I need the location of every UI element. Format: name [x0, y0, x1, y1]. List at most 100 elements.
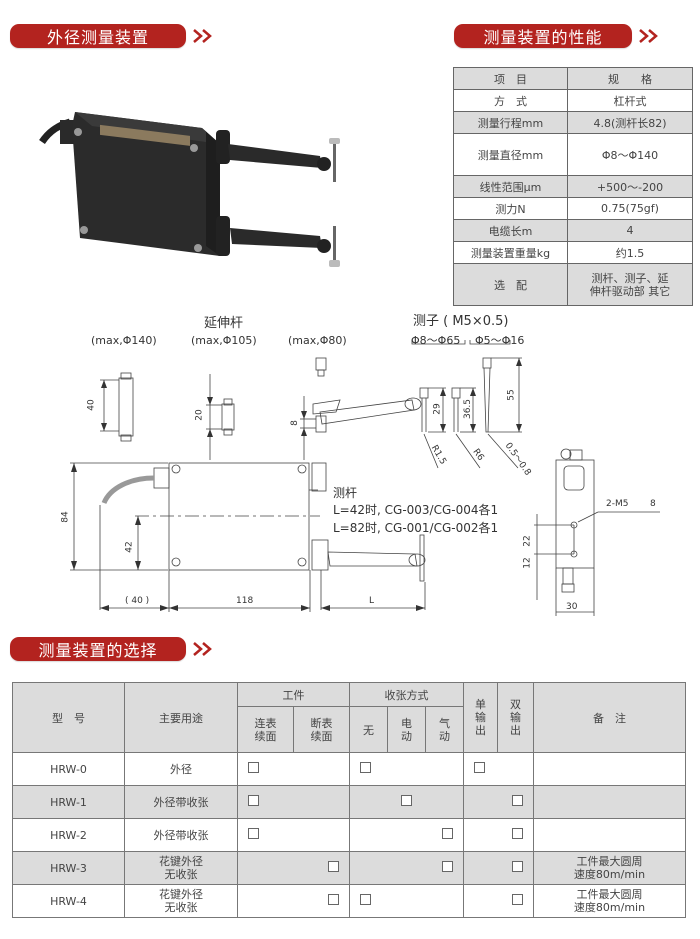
usage-line: 花键外径 — [159, 855, 203, 868]
probe-title: 测子 ( M5×0.5) — [413, 314, 509, 329]
spec-item: 方 式 — [453, 89, 568, 112]
checkbox-continuous[interactable] — [248, 795, 259, 806]
dim-55: 55 — [506, 389, 517, 401]
output-cell — [463, 851, 534, 885]
spec-item: 线性范围μm — [453, 175, 568, 198]
output-cell — [463, 752, 534, 786]
checkbox-continuous[interactable] — [248, 762, 259, 773]
table-row: 方 式 杠杆式 — [453, 89, 693, 112]
table-row: 测量直径mm Φ8～Φ140 — [453, 133, 693, 176]
table-subheader-row: 连表 续面 断表 续面 无 电 动 气 动 — [13, 706, 686, 753]
table-row: 测量装置重量kg 约1.5 — [453, 241, 693, 264]
model-cell: HRW-1 — [12, 785, 125, 819]
extension-rod-title: 延伸杆 — [204, 316, 244, 331]
header-interrupted-surface: 断表 续面 — [293, 706, 350, 753]
dim-30: 30 — [566, 602, 578, 612]
header-line: 动 — [439, 729, 450, 743]
spec-value-line: 测杆、测子、延 — [591, 271, 669, 285]
dim-40: 40 — [86, 399, 97, 411]
table-row: HRW-4 花键外径 无收张 工件最大圆周 速度80m/min — [12, 884, 686, 918]
header-line: 断表 — [310, 716, 333, 730]
usage-cell: 外径带收张 — [124, 818, 238, 852]
checkbox-continuous[interactable] — [248, 828, 259, 839]
workpiece-cell — [237, 818, 350, 852]
output-cell — [463, 818, 534, 852]
checkbox-electric[interactable] — [401, 795, 412, 806]
double-chevron-icon — [193, 29, 212, 43]
usage-line: 花键外径 — [159, 888, 203, 901]
extension-rod-3-label: (max,Φ80) — [288, 334, 347, 347]
retract-cell — [349, 884, 464, 918]
table-row: 测力N 0.75(75gf) — [453, 197, 693, 220]
table-row: HRW-2 外径带收张 — [12, 818, 686, 852]
spec-item: 测量装置重量kg — [453, 241, 568, 264]
thread-label: 2-M5 — [606, 499, 629, 509]
header-workpiece: 工件 — [237, 682, 350, 707]
retract-cell — [349, 851, 464, 885]
table-row: 电缆长m 4 — [453, 219, 693, 242]
rod-note-82: L=82时, CG-001/CG-002各1 — [333, 521, 499, 535]
header-electric: 电 动 — [387, 706, 426, 753]
probe-range-1: Φ8～Φ65 — [411, 334, 461, 347]
dim-118: 118 — [236, 596, 254, 606]
banner-title: 外径测量装置 — [10, 24, 186, 48]
usage-cell: 花键外径 无收张 — [124, 851, 238, 885]
retract-cell — [349, 818, 464, 852]
double-chevron-icon — [639, 29, 658, 43]
spec-value: +500～-200 — [567, 175, 693, 198]
checkbox-double-output[interactable] — [512, 861, 523, 872]
usage-line: 无收张 — [164, 901, 198, 914]
dim-84: 84 — [60, 511, 71, 523]
output-cell — [463, 785, 534, 819]
checkbox-interrupted[interactable] — [328, 894, 339, 905]
checkbox-none[interactable] — [360, 762, 371, 773]
header-char: 单 — [475, 698, 486, 711]
model-cell: HRW-3 — [12, 851, 125, 885]
workpiece-cell — [237, 752, 350, 786]
banner-title: 测量装置的性能 — [454, 24, 632, 48]
header-char: 双 — [510, 698, 521, 711]
banner-selection: 测量装置的选择 — [10, 637, 214, 661]
selection-table: 型 号 主要用途 工件 收张方式 单 输 出 双 输 出 备 注 连表 续面 断… — [12, 682, 686, 918]
checkbox-pneumatic[interactable] — [442, 861, 453, 872]
checkbox-double-output[interactable] — [512, 894, 523, 905]
remark-cell — [533, 752, 686, 786]
spec-item: 选 配 — [453, 263, 568, 306]
header-item: 项 目 — [453, 67, 568, 90]
dim-22: 22 — [522, 535, 533, 547]
checkbox-single-output[interactable] — [474, 762, 485, 773]
checkbox-double-output[interactable] — [512, 795, 523, 806]
checkbox-double-output[interactable] — [512, 828, 523, 839]
product-photo — [39, 112, 340, 267]
dim-42: 42 — [124, 541, 135, 553]
dim-36-5: 36.5 — [463, 398, 474, 420]
header-retract: 收张方式 — [349, 682, 464, 707]
checkbox-none[interactable] — [360, 894, 371, 905]
checkbox-pneumatic[interactable] — [442, 828, 453, 839]
header-double-output: 双 输 出 — [497, 682, 534, 753]
table-row: 线性范围μm +500～-200 — [453, 175, 693, 198]
spec-value: 0.75(75gf) — [567, 197, 693, 220]
remark-cell: 工件最大圆周 速度80m/min — [533, 884, 686, 918]
spec-value: 杠杆式 — [567, 89, 693, 112]
model-cell: HRW-4 — [12, 884, 125, 918]
header-char: 输 — [510, 711, 521, 724]
spec-item: 测量行程mm — [453, 111, 568, 134]
checkbox-interrupted[interactable] — [328, 861, 339, 872]
header-line: 续面 — [254, 729, 277, 743]
header-char: 输 — [475, 711, 486, 724]
header-char: 出 — [475, 724, 486, 737]
header-line: 续面 — [310, 729, 333, 743]
depth-label: 8 — [650, 499, 656, 509]
performance-spec-table: 项 目 规 格 方 式 杠杆式 测量行程mm 4.8(测杆长82) 测量直径mm… — [453, 67, 693, 306]
header-pneumatic: 气 动 — [425, 706, 464, 753]
technical-drawing: 延伸杆 (max,Φ140) (max,Φ105) (max,Φ80) 40 2… — [0, 300, 700, 630]
dim-cable-40: ( 40 ) — [125, 596, 150, 606]
header-char: 出 — [510, 724, 521, 737]
workpiece-cell — [237, 884, 350, 918]
dim-8: 8 — [289, 420, 300, 426]
rod-label: 测杆 — [333, 486, 358, 500]
spec-value: 测杆、测子、延 伸杆驱动部 其它 — [567, 263, 693, 306]
table-header-row: 型 号 主要用途 工件 收张方式 单 输 出 双 输 出 备 注 — [12, 682, 686, 753]
banner-performance: 测量装置的性能 — [454, 24, 660, 48]
